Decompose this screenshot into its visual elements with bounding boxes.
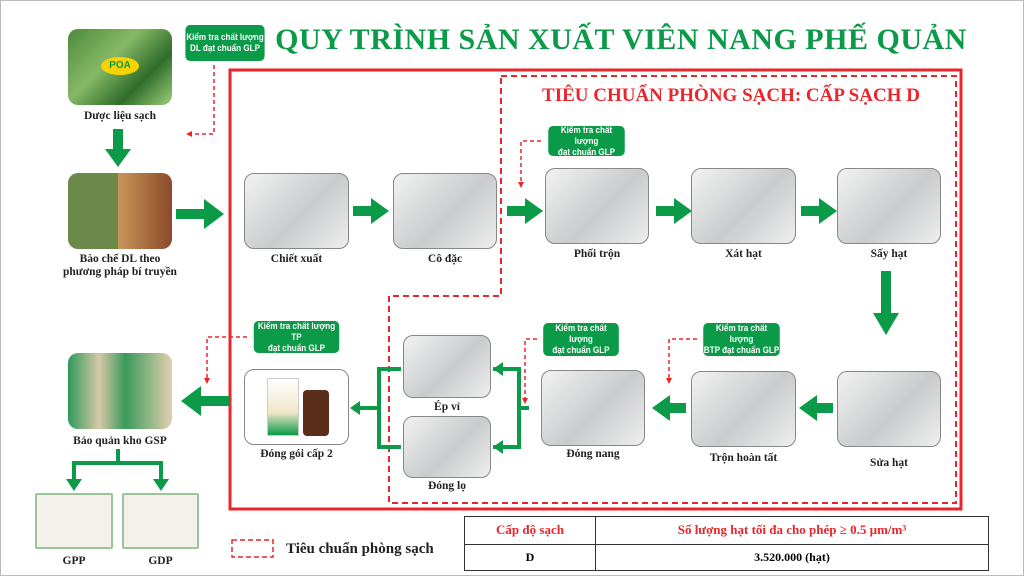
gpp-certificate-image — [35, 493, 113, 549]
qc-badge-dl: Kiểm tra chất lượng DL đạt chuẩn GLP — [185, 25, 265, 61]
arrowhead-ep-vi — [493, 362, 503, 376]
label-bao-quan: Bảo quản kho GSP — [73, 435, 167, 447]
split-connector-1 — [493, 367, 529, 449]
clean-room-title: TIÊU CHUẨN PHÒNG SẠCH: CẤP SẠCH D — [542, 85, 920, 106]
arrow-down-2 — [873, 271, 899, 335]
label-duoc-lieu: Dược liệu sạch — [83, 110, 157, 122]
granulating-image — [691, 168, 796, 244]
label-gdp: GDP — [148, 555, 173, 567]
qc-link-tp — [204, 336, 247, 384]
label-dong-lo: Đóng lọ — [427, 480, 467, 492]
arrow-left-2 — [652, 395, 686, 421]
header-particle-limit: Số lượng hạt tối đa cho phép ≥ 0.5 µm/m³ — [595, 516, 989, 545]
clean-room-boundary — [388, 75, 957, 504]
table-header-row: Cấp độ sạch Số lượng hạt tối đa cho phép… — [464, 516, 989, 545]
label-ep-vi: Ép vỉ — [434, 401, 460, 413]
arrowhead-dong-lo — [493, 440, 503, 454]
label-tron-hoan-tat: Trộn hoàn tất — [709, 452, 778, 464]
qc-badge-dong-nang: Kiểm tra chất lượng đạt chuẩn GLP — [543, 323, 619, 356]
label-dong-goi: Đóng gói cấp 2 — [260, 448, 333, 460]
arrow-right-5 — [801, 198, 837, 224]
page-title: QUY TRÌNH SẢN XUẤT VIÊN NANG PHẾ QUẢN — [275, 23, 967, 56]
concentration-image — [393, 173, 497, 249]
qc-badge-tp: Kiểm tra chất lượng TP đạt chuẩn GLP — [253, 321, 340, 353]
herb-processing-image — [68, 173, 172, 249]
label-phoi-tron: Phối trộn — [573, 248, 621, 260]
label-xat-hat: Xát hạt — [725, 248, 762, 260]
qc-link-dl — [186, 65, 215, 137]
qc-link-btp — [666, 338, 697, 384]
herb-field-image: POA — [68, 29, 172, 105]
arrowhead-dong-goi — [350, 401, 360, 415]
legend-label: Tiêu chuẩn phòng sạch — [286, 541, 434, 557]
arrow-left-1 — [799, 395, 833, 421]
cell-limit: 3.520.000 (hạt) — [595, 543, 989, 572]
qc-badge-btp: Kiểm tra chất lượng BTP đạt chuẩn GLP — [703, 323, 780, 356]
qc-link-dong-nang — [522, 338, 537, 404]
blister-image — [403, 335, 491, 398]
qc-link-phoi-tron — [518, 140, 541, 188]
header-clean-level: Cấp độ sạch — [464, 516, 596, 545]
branch-connector — [72, 449, 163, 481]
arrowhead-gpp — [66, 479, 82, 491]
arrow-right-1 — [176, 199, 224, 229]
packaging-image — [244, 369, 349, 445]
arrow-down-1 — [105, 129, 131, 167]
table-row: D 3.520.000 (hạt) — [464, 543, 989, 572]
cell-level: D — [464, 543, 596, 572]
extraction-image — [244, 173, 349, 249]
clean-level-table: Cấp độ sạch Số lượng hạt tối đa cho phép… — [464, 516, 989, 572]
production-frame — [228, 68, 963, 511]
arrowhead-gdp — [153, 479, 169, 491]
label-dong-nang: Đóng nang — [566, 448, 620, 460]
gdp-certificate-image — [122, 493, 199, 549]
label-bao-che-1: Bào chế DL theo — [79, 253, 161, 265]
qc-badge-phoi-tron: Kiểm tra chất lượng đạt chuẩn GLP — [548, 125, 625, 157]
final-mixing-image — [691, 371, 796, 447]
poa-logo: POA — [101, 57, 139, 75]
arrow-right-4 — [656, 198, 692, 224]
label-say-hat: Sấy hạt — [870, 248, 908, 260]
label-sua-hat: Sửa hạt — [870, 457, 908, 469]
bottling-image — [403, 416, 491, 478]
arrow-right-3 — [507, 198, 543, 224]
legend-swatch — [231, 539, 274, 558]
sizing-image — [837, 371, 941, 447]
drying-image — [837, 168, 941, 244]
warehouse-image — [68, 353, 172, 429]
arrow-left-3 — [181, 386, 229, 416]
arrow-right-2 — [353, 198, 389, 224]
label-chiet-xuat: Chiết xuất — [270, 253, 323, 265]
label-bao-che-2: phương pháp bí truyền — [63, 266, 177, 278]
capsule-filling-image — [541, 370, 645, 446]
label-co-dac: Cô đặc — [427, 253, 463, 265]
mixing-image — [545, 168, 649, 244]
label-gpp: GPP — [62, 555, 86, 567]
split-connector-2 — [353, 367, 401, 449]
